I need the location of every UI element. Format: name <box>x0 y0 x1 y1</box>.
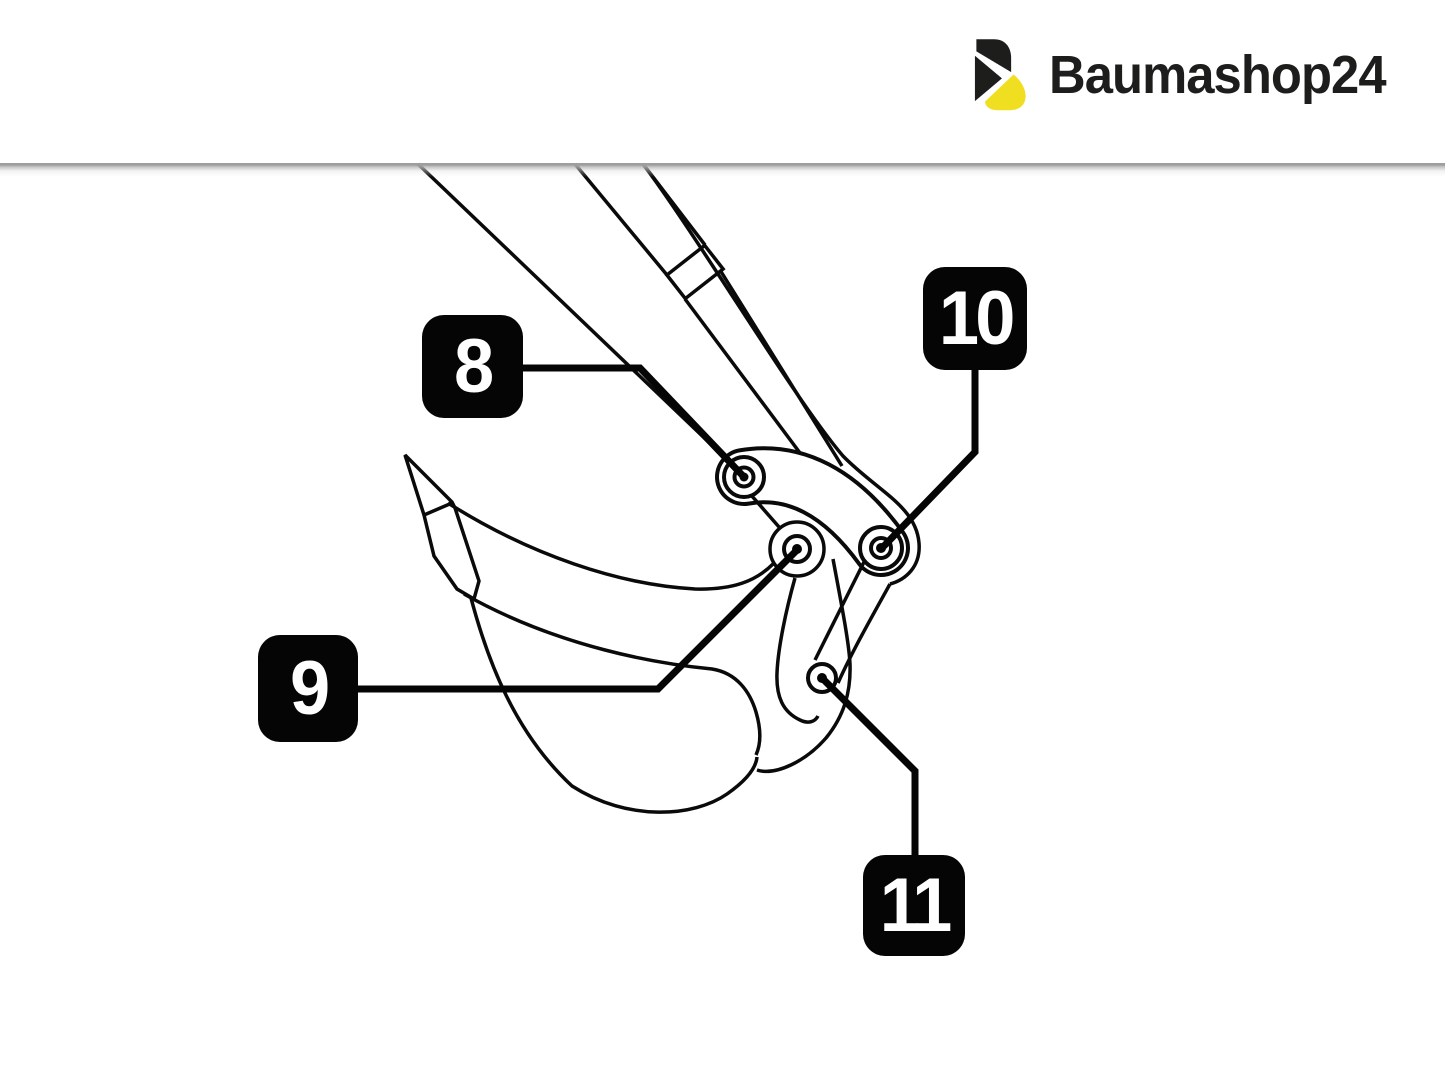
callout-label-11[interactable]: 11 <box>863 855 965 956</box>
callout-label-10[interactable]: 10 <box>923 267 1027 370</box>
leader-line-9 <box>357 548 799 693</box>
leader-lines <box>357 364 979 856</box>
callout-label-8[interactable]: 8 <box>422 315 523 418</box>
link-connector <box>749 493 781 529</box>
bucket-top-edge <box>447 501 775 591</box>
callout-number: 11 <box>879 863 953 948</box>
leader-line-8 <box>523 364 747 480</box>
bucket-cylinder <box>573 162 844 467</box>
bracket-left-edge <box>775 577 820 724</box>
brand-logo-icon <box>974 39 1026 111</box>
bracket-right-edge <box>756 558 852 773</box>
callout-number: 10 <box>938 276 1015 361</box>
bucket-shell <box>469 597 759 814</box>
callout-number: 8 <box>454 324 494 409</box>
bucket-tooth <box>403 453 481 602</box>
brand-logo[interactable]: Baumashop24 <box>973 36 1407 114</box>
brand-name: Baumashop24 <box>1048 45 1387 105</box>
piston-rod-edge-left <box>683 297 808 463</box>
leader-line-10 <box>880 370 979 550</box>
callout-label-9[interactable]: 9 <box>258 635 358 742</box>
stick-back-edge <box>641 162 921 586</box>
leader-line-11 <box>819 675 919 856</box>
pin-center-dots <box>739 472 886 683</box>
callout-number: 9 <box>289 646 330 731</box>
bucket <box>403 453 852 814</box>
bucket-front-edge <box>463 592 762 756</box>
